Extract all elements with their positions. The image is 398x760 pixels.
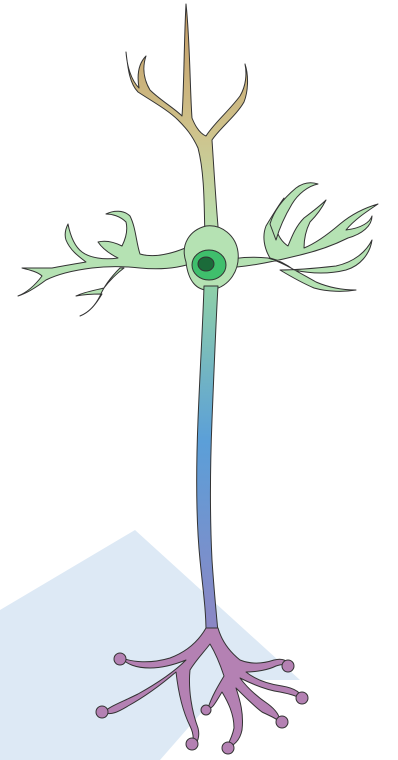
terminal-bouton bbox=[222, 742, 234, 754]
nucleus bbox=[192, 250, 226, 280]
terminal-bouton bbox=[114, 653, 126, 665]
terminal-bouton bbox=[201, 705, 211, 715]
apical-dendrite bbox=[126, 4, 248, 238]
basal-dendrites-left bbox=[18, 211, 196, 316]
terminal-bouton bbox=[282, 660, 294, 672]
terminal-bouton bbox=[96, 706, 108, 718]
background-arrow bbox=[0, 530, 300, 760]
terminal-bouton bbox=[296, 692, 308, 704]
basal-dendrites-right bbox=[216, 183, 378, 292]
terminal-bouton bbox=[186, 738, 198, 750]
axon bbox=[197, 286, 218, 632]
terminal-bouton bbox=[276, 716, 288, 728]
